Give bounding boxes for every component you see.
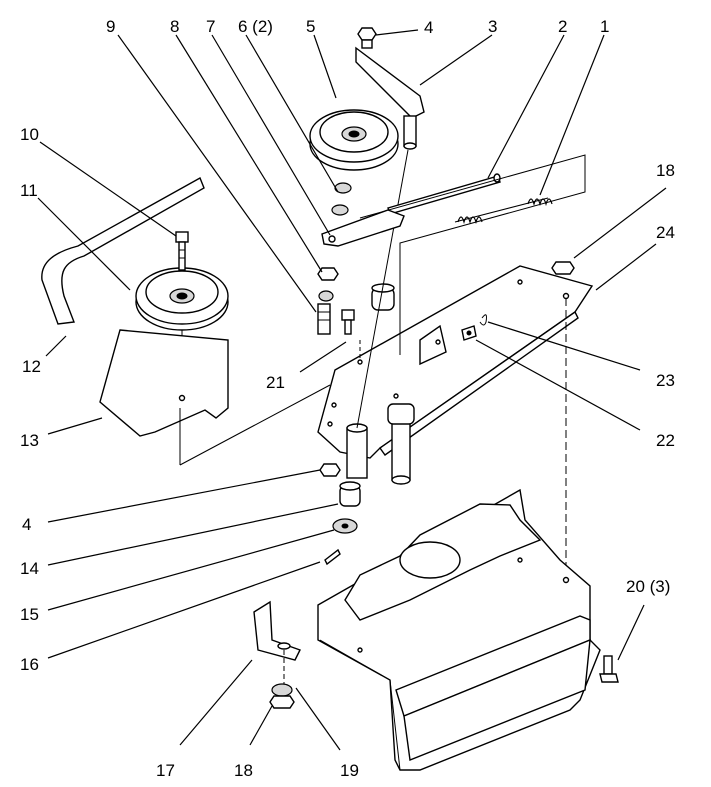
callout-15: 15 <box>20 605 39 624</box>
callout-7: 7 <box>206 17 215 36</box>
callout-23: 23 <box>656 371 675 390</box>
bushing-part-14 <box>339 481 361 507</box>
callout-12: 12 <box>22 357 41 376</box>
washer-part-6 <box>331 182 352 216</box>
nut-part-4-left <box>319 463 341 477</box>
idler-shaft-part <box>346 149 409 479</box>
callout-16: 16 <box>20 655 39 674</box>
washer-part-19 <box>271 683 293 697</box>
idler-arm-part <box>321 209 405 247</box>
callout-3: 3 <box>488 17 497 36</box>
callout-9: 9 <box>106 17 115 36</box>
nut-part-18-bottom <box>269 695 295 709</box>
nut-part-18-top <box>551 261 575 275</box>
extension-spring-part <box>454 197 553 225</box>
washer-part-22 <box>461 325 477 341</box>
nut-part-8 <box>317 267 339 281</box>
callout-13: 13 <box>20 431 39 450</box>
callout-14: 14 <box>20 559 39 578</box>
nut-top-part <box>357 27 377 49</box>
callout-18-top: 18 <box>656 161 675 180</box>
belt-part <box>41 177 205 325</box>
washer-part-15 <box>332 518 358 534</box>
mounting-plate-part <box>317 265 594 485</box>
callout-2: 2 <box>558 17 567 36</box>
callout-6: 6 (2) <box>238 17 273 36</box>
callout-8: 8 <box>170 17 179 36</box>
pivot-bushing-part <box>371 283 415 425</box>
chute-housing-part <box>317 488 601 771</box>
callout-17: 17 <box>156 761 175 780</box>
idler-arm-top-part <box>355 46 425 150</box>
callout-22: 22 <box>656 431 675 450</box>
belt-guard-plate-part <box>99 329 229 437</box>
callout-18-bottom: 18 <box>234 761 253 780</box>
idler-pulley-left-part <box>135 267 229 331</box>
callout-10: 10 <box>20 125 39 144</box>
callout-19: 19 <box>340 761 359 780</box>
stud-part-9 <box>317 290 334 335</box>
callout-21: 21 <box>266 373 285 392</box>
bracket-part-17 <box>253 600 301 661</box>
callout-5: 5 <box>306 17 315 36</box>
bolt-part-10 <box>175 231 189 271</box>
callout-20: 20 (3) <box>626 577 670 596</box>
callout-4-top: 4 <box>424 18 433 37</box>
bolt-part-21 <box>341 309 355 335</box>
cotter-pin-part-16 <box>324 548 341 566</box>
callout-1: 1 <box>600 17 609 36</box>
bolt-part-20 <box>599 655 619 683</box>
clip-part-23 <box>479 314 487 326</box>
callout-24: 24 <box>656 223 675 242</box>
leader-lines <box>37 29 667 751</box>
callout-11: 11 <box>20 181 38 200</box>
pulley-top-part <box>309 109 399 171</box>
callout-4-left: 4 <box>22 515 31 534</box>
